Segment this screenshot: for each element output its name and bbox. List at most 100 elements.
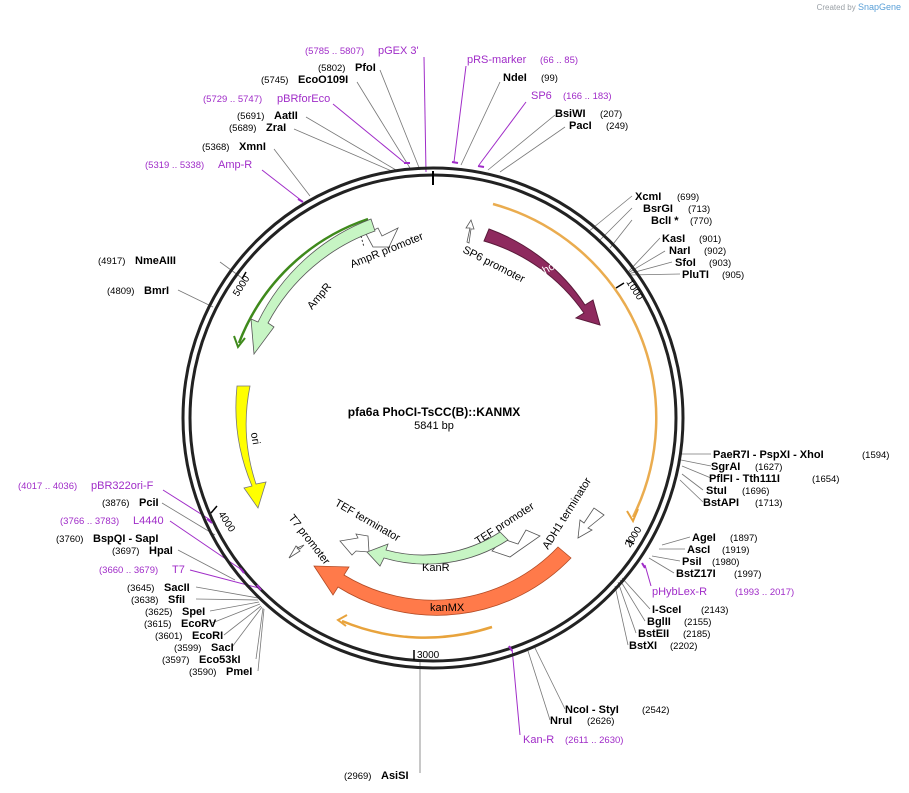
site-name: AscI [687,544,710,556]
feature-ori [235,385,267,509]
feature-ampr [250,218,376,356]
site-pos: (3760) [56,534,83,545]
primer-phyblexr-pos: (1993 .. 2017) [735,587,794,598]
feature-adh1-terminator-arrow [577,507,605,539]
site-name: PaeR7I - PspXI - XhoI [713,449,824,461]
site-pos: (1919) [722,545,749,556]
site-name: BclI * [651,215,679,227]
primer-prsmarker-name: pRS-marker [467,54,527,66]
feature-kanmx [313,546,572,616]
primer-kanr-pos: (2611 .. 2630) [565,735,623,746]
site-pos: (905) [722,270,744,281]
site-pos: (770) [690,216,712,227]
site-pos: (5802) [318,63,345,74]
site-pos: (249) [606,121,628,132]
primer-pbr322orif-name: pBR322ori-F [91,480,154,492]
primer-pgex3-name: pGEX 3' [378,45,419,57]
site-pos: (3697) [112,546,139,557]
site-pos: (1696) [742,486,769,497]
primer-leaders [162,56,652,736]
site-name: SacII [164,582,190,594]
site-pos: (3601) [155,631,182,642]
site-pos: (1713) [755,498,782,509]
site-name: I-SceI [652,604,681,616]
orf-ampr-arc [237,217,369,344]
site-pos: (699) [677,192,699,203]
site-name: BsiWI [555,108,586,120]
site-pos: (207) [600,109,622,120]
snapgene-credit: Created by SnapGene [817,2,901,12]
primer-ampr-name: Amp-R [218,159,252,171]
primer-prsmarker-pos: (66 .. 85) [540,55,578,66]
site-name: NcoI - StyI [565,704,619,716]
site-name: BmrI [144,285,169,297]
site-pos: (2143) [701,605,728,616]
site-name: HpaI [149,545,173,557]
site-name: NdeI [503,72,527,84]
site-name: ZraI [266,122,286,134]
site-pos: (3625) [145,607,172,618]
plasmid-name: pfa6a PhoCI-TsCC(B)::KANMX [348,405,520,419]
plasmid-length: 5841 bp [414,420,454,432]
site-name: BstZ17I [676,568,716,580]
site-name: PsiI [682,556,702,568]
site-name: PfoI [355,62,376,74]
site-name: StuI [706,485,727,497]
backbone-outer [181,166,685,670]
site-pos: (2202) [670,641,697,652]
primer-t7-name: T7 [172,564,185,576]
site-pos: (2969) [344,771,371,782]
site-name: XcmI [635,191,661,203]
feature-kanr [366,531,509,567]
site-pos: (2626) [587,716,614,727]
site-pos: (1897) [730,533,757,544]
site-pos: (1627) [755,462,782,473]
leader-lines [161,69,712,773]
primer-l4440-pos: (3766 .. 3783) [60,516,119,527]
site-name: Eco53kI [199,654,241,666]
site-pos: (2542) [642,705,669,716]
site-name: PluTI [682,269,709,281]
feature-tef-terminator-arrow [339,533,370,556]
site-pos: (3876) [102,498,129,509]
site-pos: (4809) [107,286,134,297]
site-pos: (2185) [683,629,710,640]
label-ampr: AmpR [305,281,334,312]
site-name: PacI [569,120,592,132]
primer-pbr322orif-pos: (4017 .. 4036) [18,481,77,492]
feature-t7-promoter-arrow [288,544,305,559]
snapgene-logo: SnapGene [857,2,901,12]
site-name: EcoRI [192,630,223,642]
primer-sp6-pos: (166 .. 183) [563,91,612,102]
site-name: NmeAIII [135,255,176,267]
tick-label-3000: 3000 [417,650,440,661]
ruler-ticks [210,271,635,660]
credit-prefix: Created by [816,3,856,12]
site-name: BstXI [629,640,657,652]
site-name: SgrAI [711,461,740,473]
site-pos: (3645) [127,583,154,594]
site-name: AatII [274,110,298,122]
site-name: PciI [139,497,159,509]
site-name: BsrGI [643,203,673,215]
primer-t7-pos: (3660 .. 3679) [99,565,158,576]
feature-ampr-promoter-arrow [365,227,399,248]
site-pos: (5745) [261,75,288,86]
feature-phoci [483,228,601,326]
site-pos: (713) [688,204,710,215]
site-name: EcoO109I [298,74,348,86]
primer-phyblexr-name: pHybLex-R [652,586,707,598]
orf-kanmx-arc [341,619,493,639]
site-name: BglII [647,616,671,628]
site-pos: (5691) [237,111,264,122]
label-kanr: KanR [422,562,450,574]
primer-pbrforeco-name: pBRforEco [277,93,330,105]
label-adh1-terminator: ADH1 terminator [540,475,594,551]
site-name: BstEII [638,628,669,640]
site-name: BstAPI [703,497,739,509]
label-t7-promoter: T7 promoter [286,512,333,567]
site-pos: (3597) [162,655,189,666]
site-name: KasI [662,233,685,245]
site-pos: (4917) [98,256,125,267]
